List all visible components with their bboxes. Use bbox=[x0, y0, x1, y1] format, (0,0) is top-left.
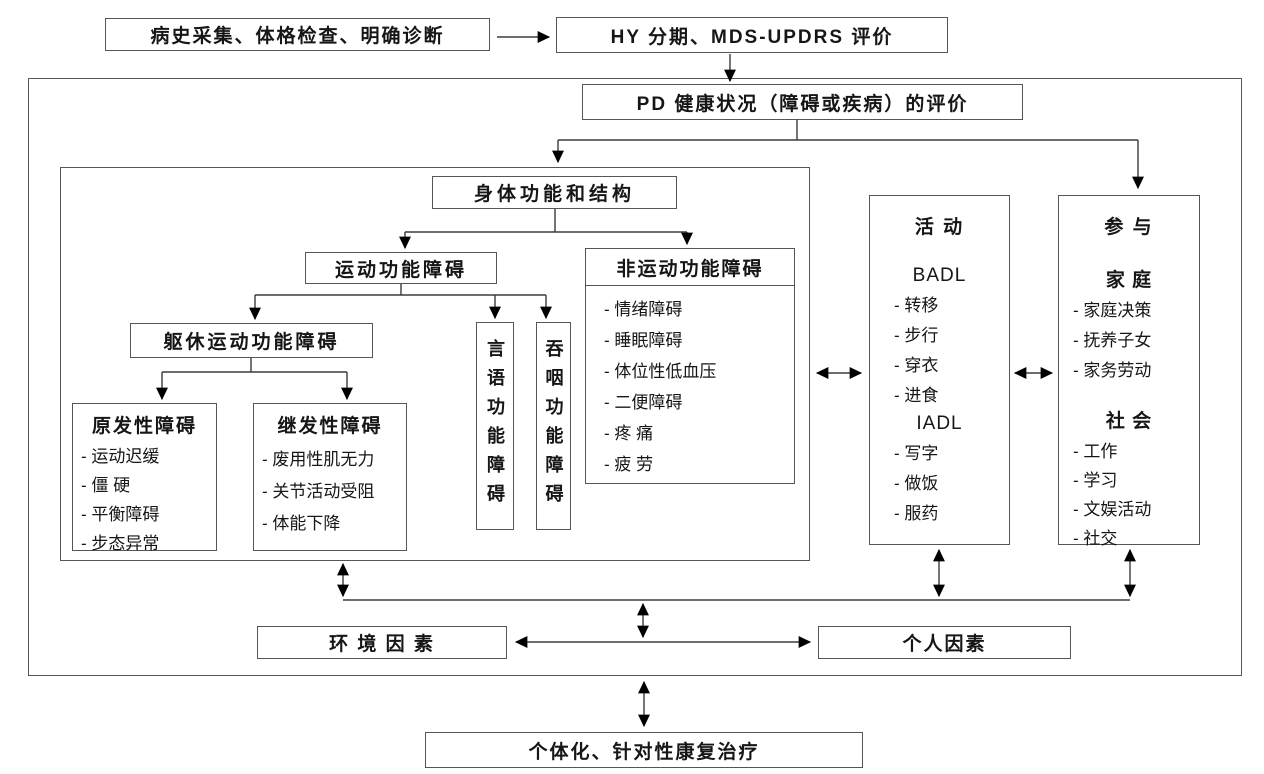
body-function-frame bbox=[60, 167, 810, 561]
nonmotor-item: - 疲 劳 bbox=[604, 455, 654, 474]
family-item: - 抚养子女 bbox=[1073, 331, 1152, 350]
badl-item: - 转移 bbox=[894, 296, 939, 315]
secondary-disorder-title: 继发性障碍 bbox=[277, 416, 383, 437]
society-item: - 文娱活动 bbox=[1073, 500, 1152, 519]
nonmotor-item: - 情绪障碍 bbox=[604, 300, 683, 319]
trunk-motor-box: 躯休运动功能障碍 bbox=[130, 323, 373, 358]
society-label: 社 会 bbox=[1105, 411, 1153, 432]
swallow-function-box: 吞咽功能障碍 bbox=[536, 322, 571, 530]
speech-function-label: 言语功能障碍 bbox=[485, 339, 505, 513]
nonmotor-item: - 疼 痛 bbox=[604, 424, 654, 443]
iadl-label: IADL bbox=[916, 413, 963, 434]
secondary-item: - 体能下降 bbox=[262, 514, 341, 533]
primary-item: - 运动迟缓 bbox=[81, 447, 160, 466]
body-structure-box: 身体功能和结构 bbox=[432, 176, 677, 209]
badl-item: - 步行 bbox=[894, 326, 939, 345]
speech-function-box: 言语功能障碍 bbox=[476, 322, 514, 530]
badl-item: - 穿衣 bbox=[894, 356, 939, 375]
motor-dysfunction-label: 运动功能障碍 bbox=[334, 259, 467, 281]
environment-factor-label: 环 境 因 素 bbox=[329, 634, 435, 655]
pd-health-box: PD 健康状况（障碍或疾病）的评价 bbox=[582, 84, 1023, 120]
hy-updrs-box: HY 分期、MDS-UPDRS 评价 bbox=[556, 17, 948, 53]
primary-item: - 平衡障碍 bbox=[81, 505, 160, 524]
personal-factor-box: 个人因素 bbox=[818, 626, 1071, 659]
society-item: - 工作 bbox=[1073, 442, 1118, 461]
primary-item: - 僵 硬 bbox=[81, 476, 131, 495]
society-item: - 社交 bbox=[1073, 529, 1118, 548]
hy-updrs-label: HY 分期、MDS-UPDRS 评价 bbox=[610, 26, 894, 48]
participation-title: 参 与 bbox=[1104, 217, 1154, 238]
trunk-motor-label: 躯休运动功能障碍 bbox=[163, 332, 340, 353]
nonmotor-title: 非运动功能障碍 bbox=[616, 258, 764, 280]
iadl-item: - 做饭 bbox=[894, 474, 939, 493]
nonmotor-item: - 体位性低血压 bbox=[604, 362, 717, 381]
nonmotor-item: - 睡眠障碍 bbox=[604, 331, 683, 350]
nonmotor-dysfunction-box: 非运动功能障碍 - 情绪障碍 - 睡眠障碍 - 体位性低血压 - 二便障碍 - … bbox=[585, 248, 795, 484]
treatment-label: 个体化、针对性康复治疗 bbox=[528, 741, 760, 763]
secondary-item: - 关节活动受阻 bbox=[262, 482, 375, 501]
primary-item: - 步态异常 bbox=[81, 534, 160, 553]
iadl-item: - 服药 bbox=[894, 504, 939, 523]
iadl-item: - 写字 bbox=[894, 444, 939, 463]
family-label: 家 庭 bbox=[1105, 270, 1153, 291]
activity-box: 活 动 BADL - 转移 - 步行 - 穿衣 - 进食 IADL - 写字 -… bbox=[869, 195, 1010, 545]
nonmotor-item: - 二便障碍 bbox=[604, 393, 683, 412]
primary-disorder-box: 原发性障碍 - 运动迟缓 - 僵 硬 - 平衡障碍 - 步态异常 bbox=[72, 403, 217, 553]
treatment-box: 个体化、针对性康复治疗 bbox=[425, 732, 863, 768]
swallow-function-label: 吞咽功能障碍 bbox=[543, 339, 564, 513]
participation-box: 参 与 家 庭 - 家庭决策 - 抚养子女 - 家务劳动 社 会 - 工作 - … bbox=[1058, 195, 1200, 548]
icf-outer-frame bbox=[28, 78, 1242, 676]
history-exam-label: 病史采集、体格检查、明确诊断 bbox=[150, 26, 445, 47]
personal-factor-label: 个人因素 bbox=[902, 634, 987, 655]
society-item: - 学习 bbox=[1073, 471, 1118, 490]
environment-factor-box: 环 境 因 素 bbox=[257, 626, 507, 659]
motor-dysfunction-box: 运动功能障碍 bbox=[305, 252, 497, 284]
secondary-disorder-box: 继发性障碍 - 废用性肌无力 - 关节活动受阻 - 体能下降 bbox=[253, 403, 407, 551]
badl-item: - 进食 bbox=[894, 386, 939, 405]
activity-title: 活 动 bbox=[914, 217, 965, 238]
pd-health-label: PD 健康状况（障碍或疾病）的评价 bbox=[636, 93, 969, 115]
history-exam-box: 病史采集、体格检查、明确诊断 bbox=[105, 18, 490, 51]
badl-label: BADL bbox=[912, 265, 967, 286]
family-item: - 家务劳动 bbox=[1073, 361, 1152, 380]
primary-disorder-title: 原发性障碍 bbox=[91, 416, 197, 437]
secondary-item: - 废用性肌无力 bbox=[262, 450, 375, 469]
family-item: - 家庭决策 bbox=[1073, 301, 1152, 320]
body-structure-label: 身体功能和结构 bbox=[473, 184, 635, 205]
